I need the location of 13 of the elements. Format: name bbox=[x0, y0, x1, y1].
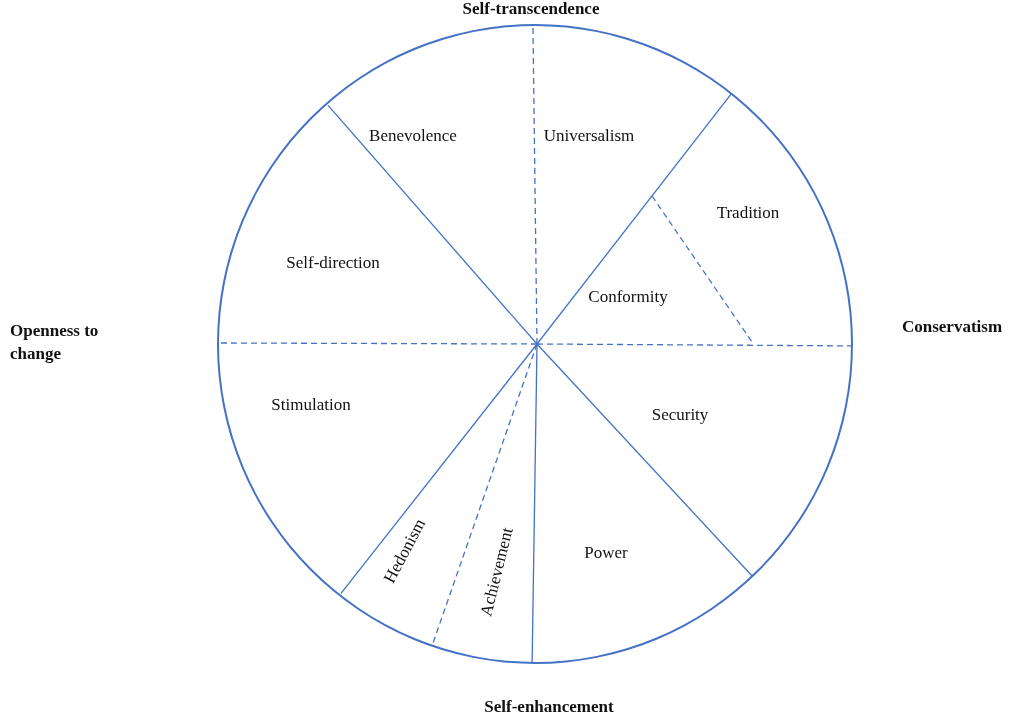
dimension-heading: Conservatism bbox=[901, 315, 1003, 338]
dimension-heading: Self-transcendence bbox=[462, 0, 600, 20]
value-circle bbox=[217, 24, 853, 664]
value-label: Self-direction bbox=[286, 253, 380, 273]
value-label: Universalism bbox=[543, 126, 635, 146]
dimension-heading: Self-enhancement bbox=[484, 695, 614, 718]
dimension-heading: Openness to change bbox=[10, 320, 100, 365]
value-label: Stimulation bbox=[271, 395, 351, 415]
value-label: Power bbox=[584, 543, 628, 563]
value-label: Conformity bbox=[588, 287, 668, 307]
value-label: Benevolence bbox=[369, 126, 457, 146]
value-label: Tradition bbox=[716, 203, 780, 223]
value-label: Security bbox=[651, 405, 709, 425]
